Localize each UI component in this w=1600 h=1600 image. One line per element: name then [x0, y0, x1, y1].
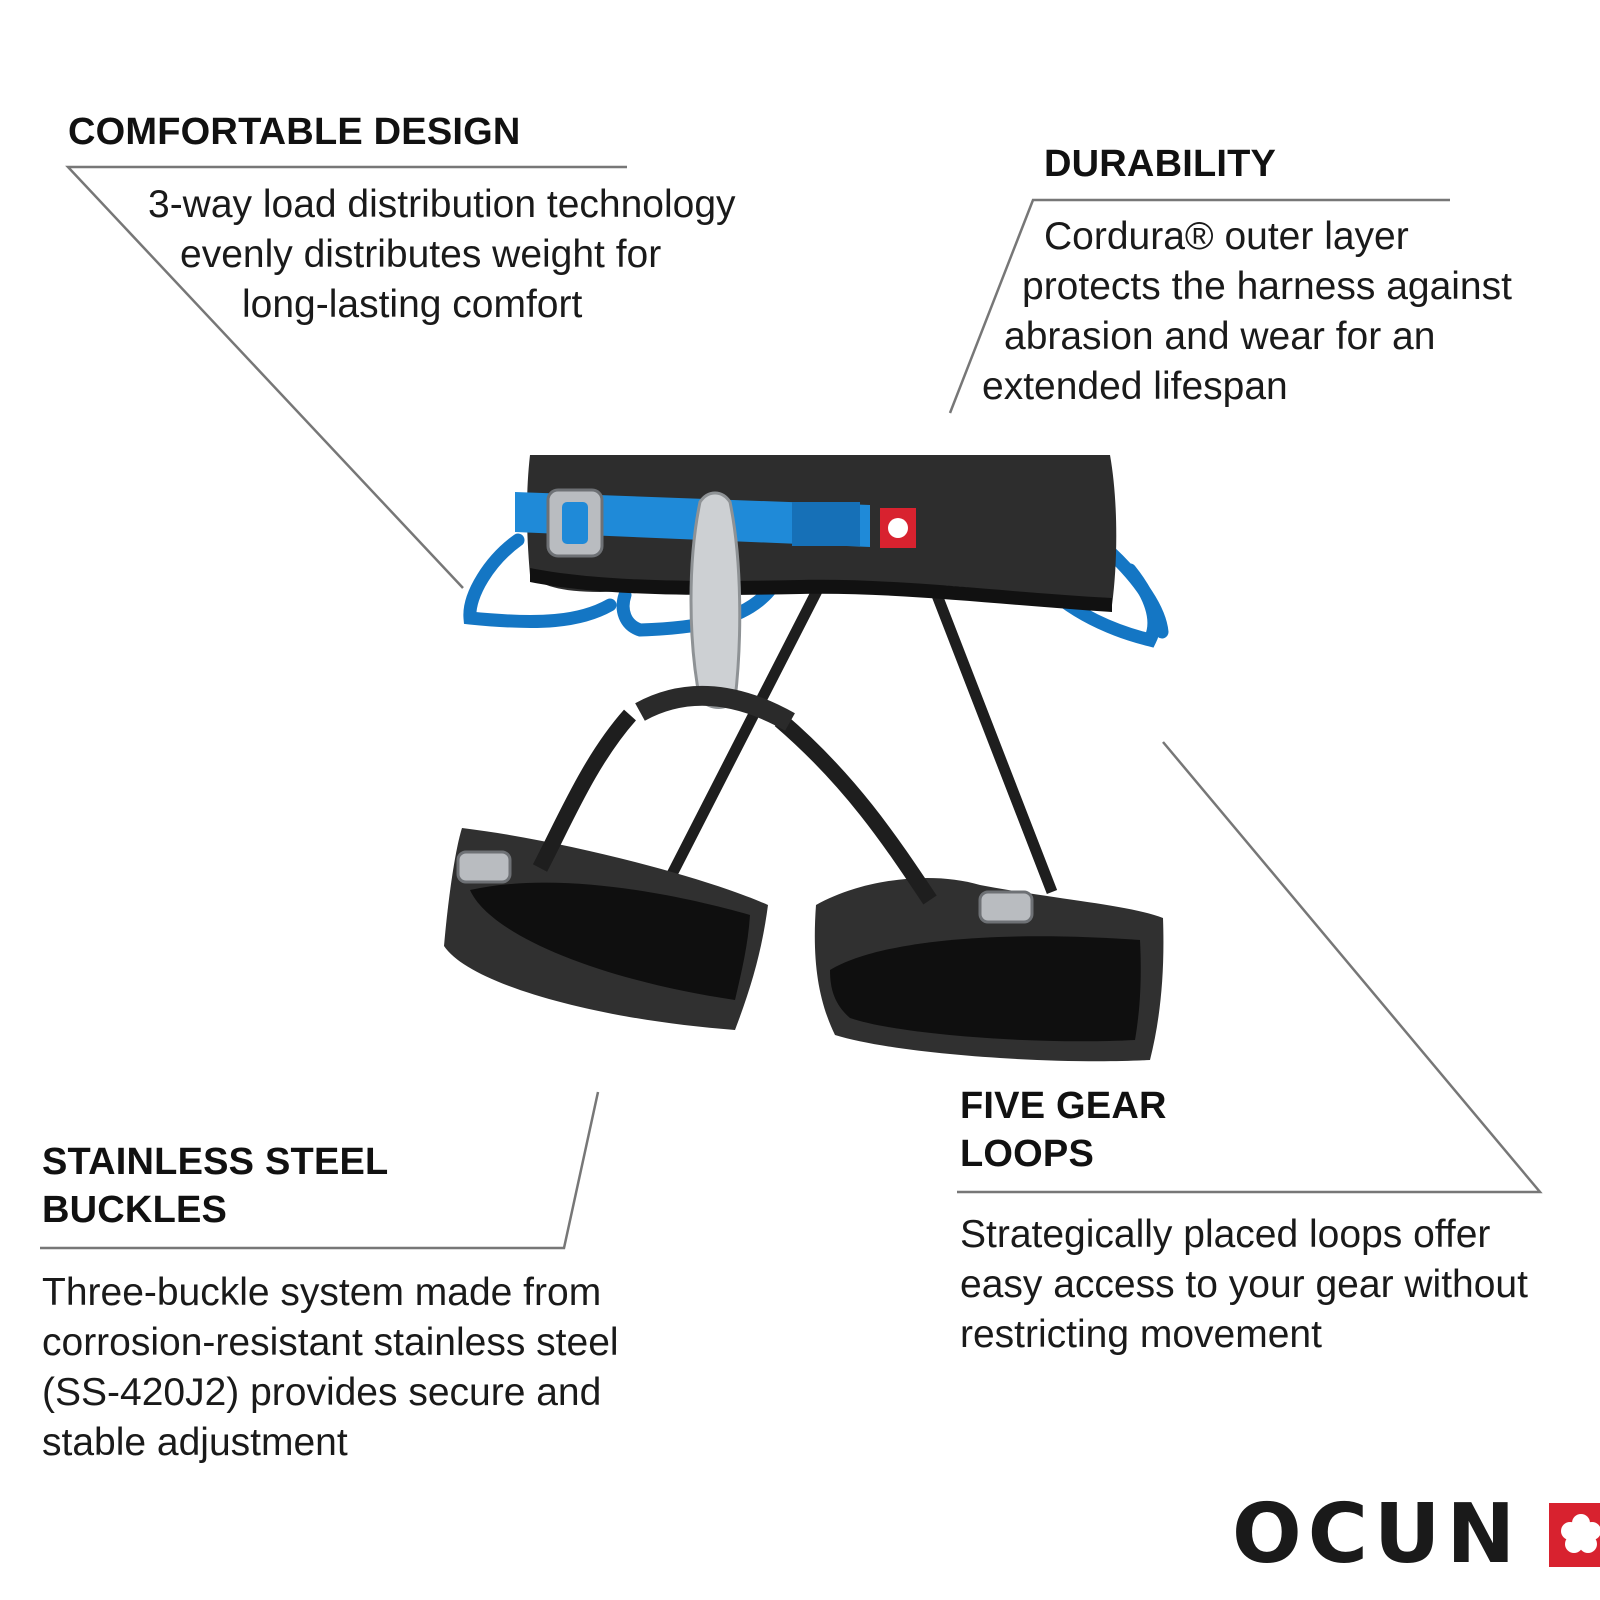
belay-loop — [689, 491, 742, 709]
leg-loop-left — [444, 828, 768, 1030]
harness-brand-patch — [880, 508, 916, 548]
stainless-steel-buckles-line-2: corrosion-resistant stainless steel — [42, 1321, 619, 1364]
gear-loop-right-rear — [1103, 545, 1169, 639]
callout-lines — [40, 165, 1543, 1250]
brand-flower-icon — [1549, 1503, 1600, 1567]
rear-elastic-strap-right — [929, 588, 1058, 894]
callout-line-comfortable-design — [65, 165, 627, 589]
durability-title: DURABILITY — [1044, 143, 1277, 185]
leg-buckle-right — [978, 890, 1034, 924]
stainless-steel-buckles-line-1: Three-buckle system made from — [42, 1271, 602, 1314]
climbing-harness — [444, 455, 1169, 1062]
waist-webbing — [515, 492, 870, 547]
stainless-steel-buckles-line-3: (SS-420J2) provides secure and — [42, 1371, 602, 1414]
comfortable-design-title: COMFORTABLE DESIGN — [68, 111, 521, 153]
five-gear-loops-line-2: easy access to your gear without — [960, 1263, 1528, 1306]
rear-elastic-strap-left — [663, 582, 825, 885]
front-leg-strap-right — [774, 713, 937, 905]
durability-line-1: Cordura® outer layer — [1044, 215, 1409, 258]
comfortable-design-line-2: evenly distributes weight for — [180, 233, 662, 276]
leg-loop-connector — [635, 685, 795, 731]
waist-buckle — [546, 488, 604, 558]
five-gear-loops-line-3: restricting movement — [960, 1313, 1322, 1356]
brand-logo: OCUN — [1232, 1487, 1600, 1582]
leg-buckle-left — [456, 850, 512, 884]
comfortable-design-line-3: long-lasting comfort — [242, 283, 583, 326]
front-leg-strap-left — [532, 709, 636, 872]
gear-loop-left-rear — [616, 583, 777, 637]
stainless-steel-buckles-title: STAINLESS STEEL BUCKLES — [42, 1141, 389, 1231]
five-gear-loops-line-1: Strategically placed loops offer — [960, 1213, 1491, 1256]
five-gear-loops-title: FIVE GEAR LOOPS — [960, 1085, 1167, 1175]
brand-wordmark: OCUN — [1232, 1487, 1522, 1582]
durability-line-3: abrasion and wear for an — [1004, 315, 1436, 358]
durability-line-2: protects the harness against — [1022, 265, 1512, 308]
comfortable-design-line-1: 3-way load distribution technology — [148, 183, 736, 226]
webbing-keeper — [792, 502, 860, 546]
gear-loop-left-front — [463, 533, 617, 629]
callout-line-stainless-steel-buckles — [40, 1091, 600, 1250]
durability-line-4: extended lifespan — [982, 365, 1288, 408]
leg-loop-right — [814, 877, 1164, 1062]
callout-line-durability — [948, 198, 1450, 414]
waist-belt-lining — [530, 568, 1112, 612]
stainless-steel-buckles-line-4: stable adjustment — [42, 1421, 348, 1464]
callout-line-five-gear-loops — [957, 741, 1543, 1194]
